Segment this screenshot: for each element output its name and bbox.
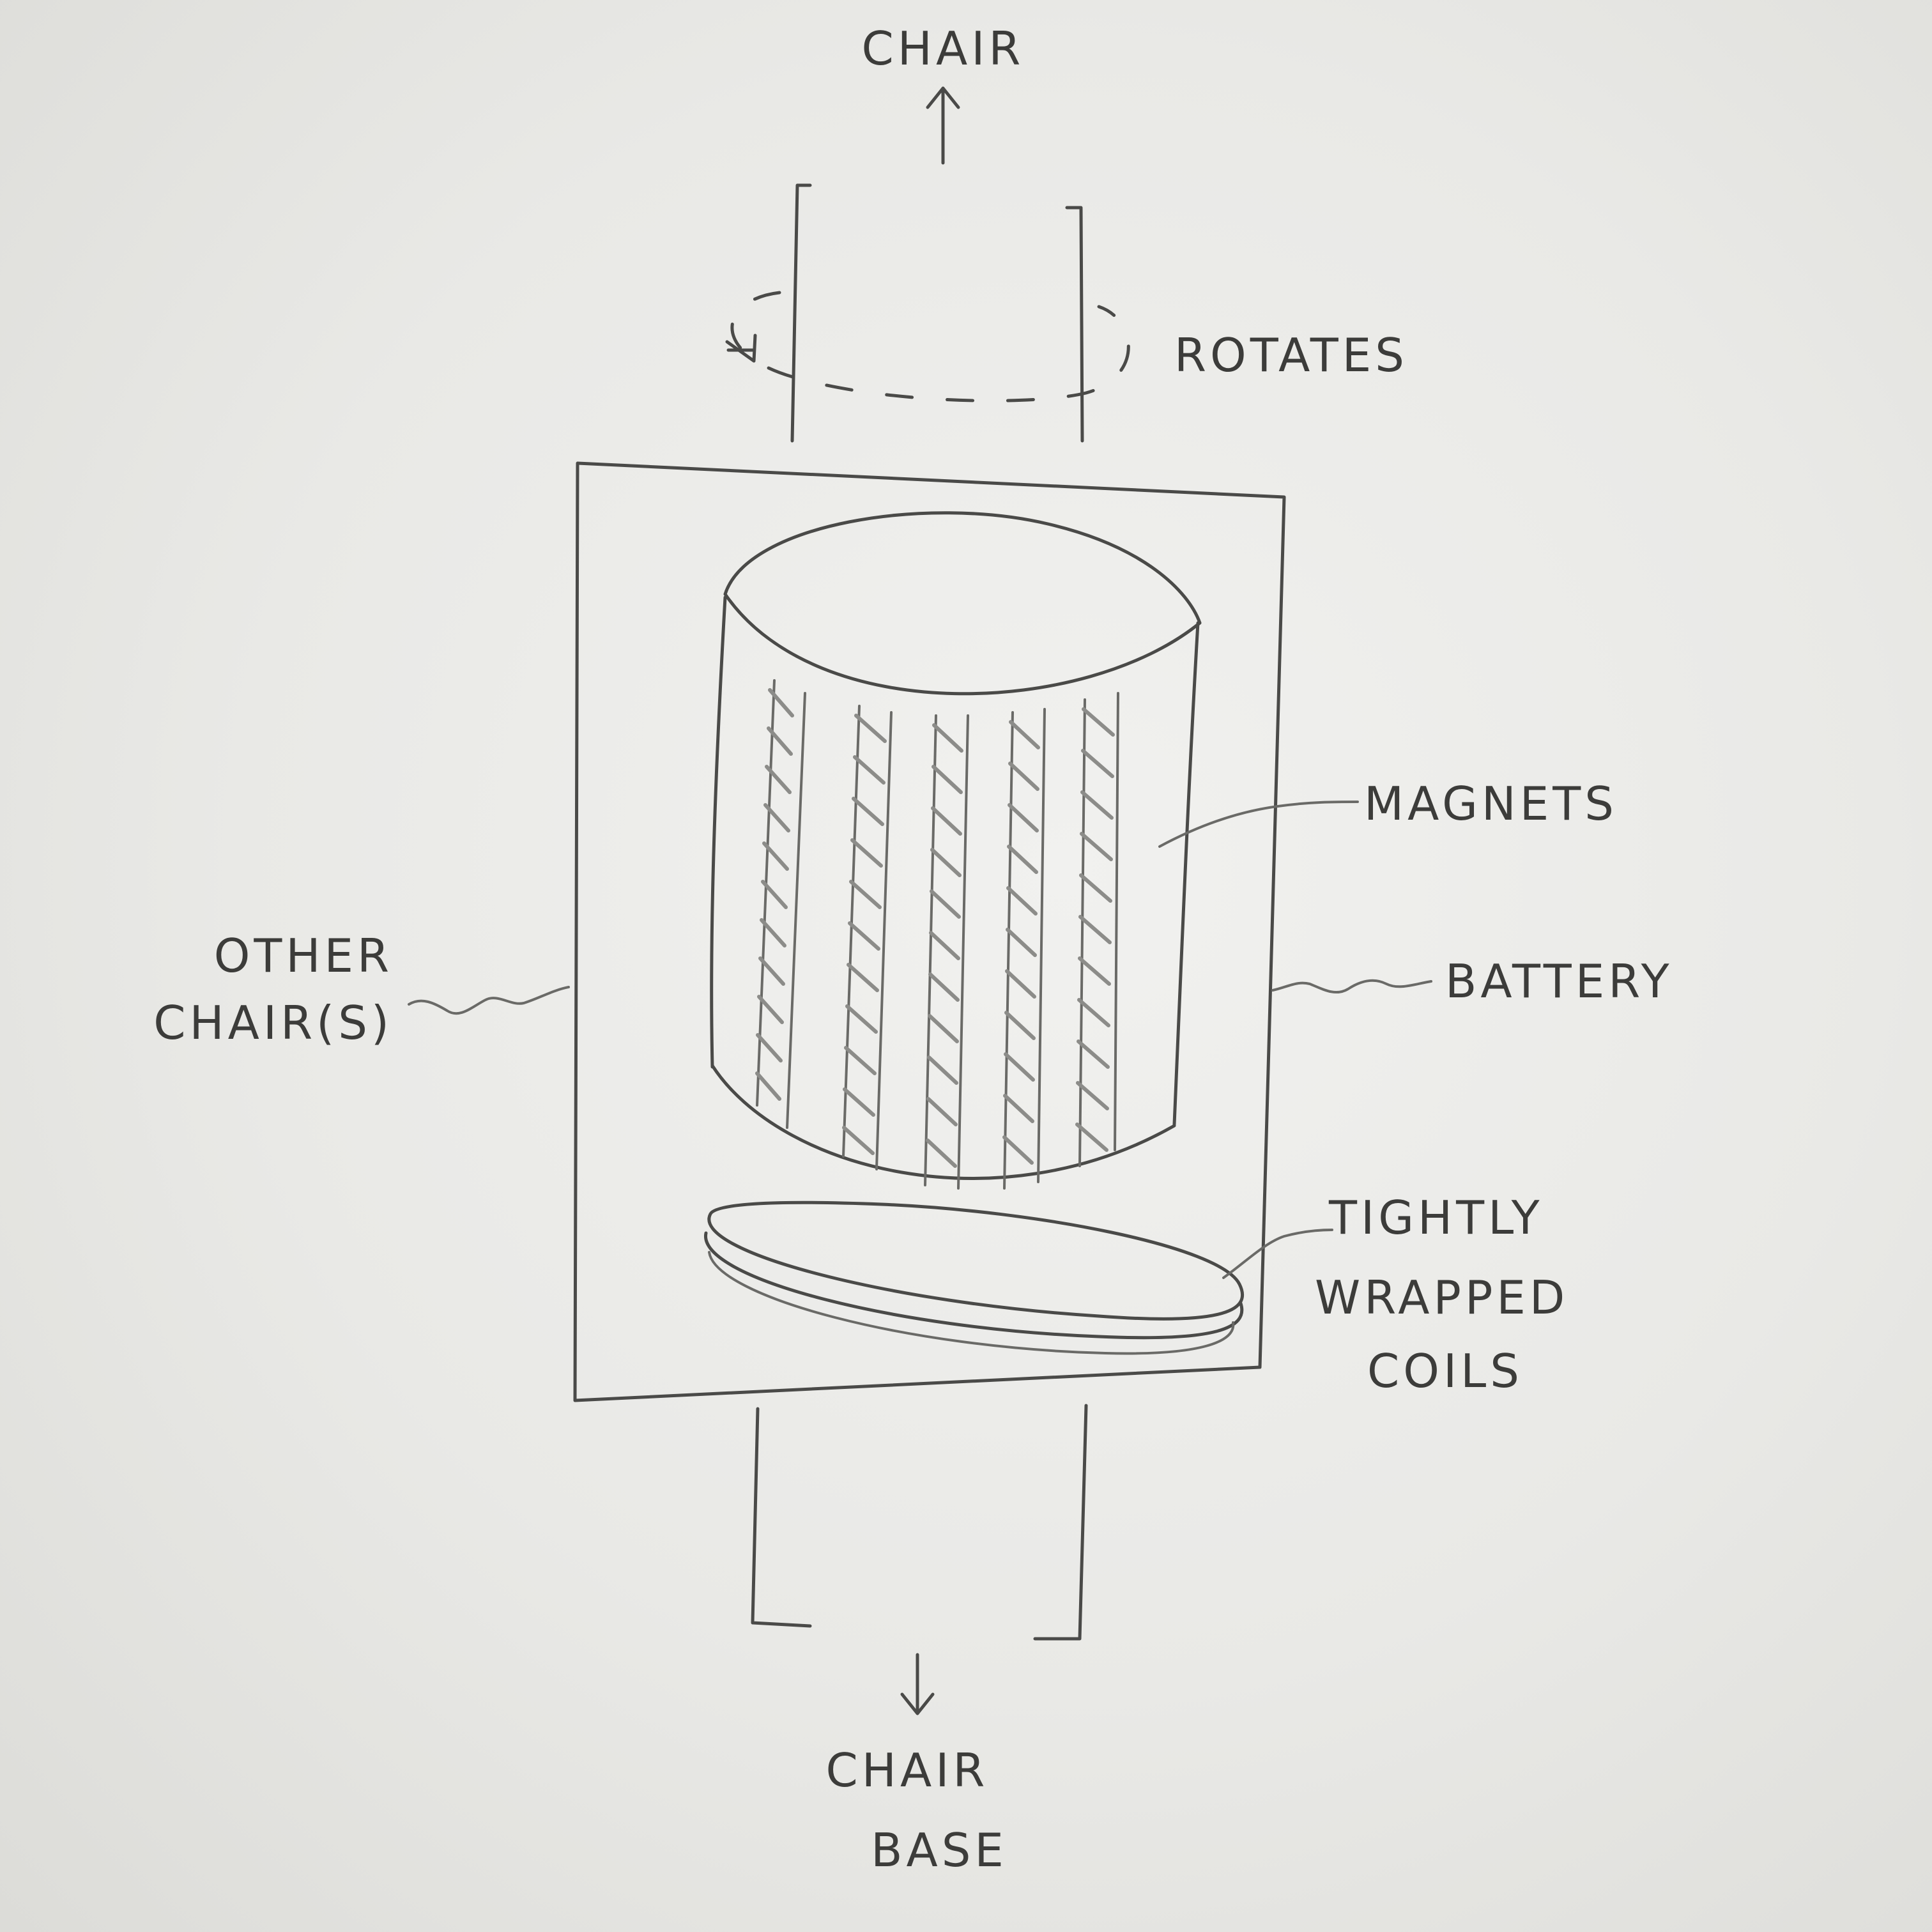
chair-base-bracket (751, 1404, 1088, 1641)
coils-label-line3: COILS (1367, 1344, 1523, 1398)
rotation-indicator (725, 291, 1130, 402)
battery-label: BATTERY (1445, 954, 1673, 1008)
coils-label-line2: WRAPPED (1315, 1271, 1569, 1324)
other-chairs-leader-line (408, 986, 570, 1015)
coils-leader-line (1222, 1229, 1333, 1279)
housing-box (573, 461, 1286, 1402)
coils-label-line1: TIGHTLY (1329, 1191, 1544, 1245)
chair-base-label-line2: BASE (871, 1823, 1008, 1877)
chair-base-down-arrow (900, 1653, 935, 1715)
other-chairs-label-line1: OTHER (213, 929, 393, 983)
magnets-leader-line (1158, 801, 1359, 848)
chair-shaft-bracket (790, 183, 1084, 443)
chair-base-label-line1: CHAIR (825, 1744, 989, 1797)
chair-label: CHAIR (861, 22, 1025, 75)
chair-up-arrow (926, 86, 960, 165)
coils-drawing (704, 1200, 1245, 1355)
magnet-stripes-shading (755, 688, 1115, 1168)
other-chairs-label-line2: CHAIR(S) (153, 996, 393, 1050)
magnets-label: MAGNETS (1364, 777, 1618, 831)
rotates-label: ROTATES (1174, 328, 1408, 382)
battery-leader-line (1271, 979, 1432, 994)
magnet-cylinder (710, 511, 1202, 1190)
